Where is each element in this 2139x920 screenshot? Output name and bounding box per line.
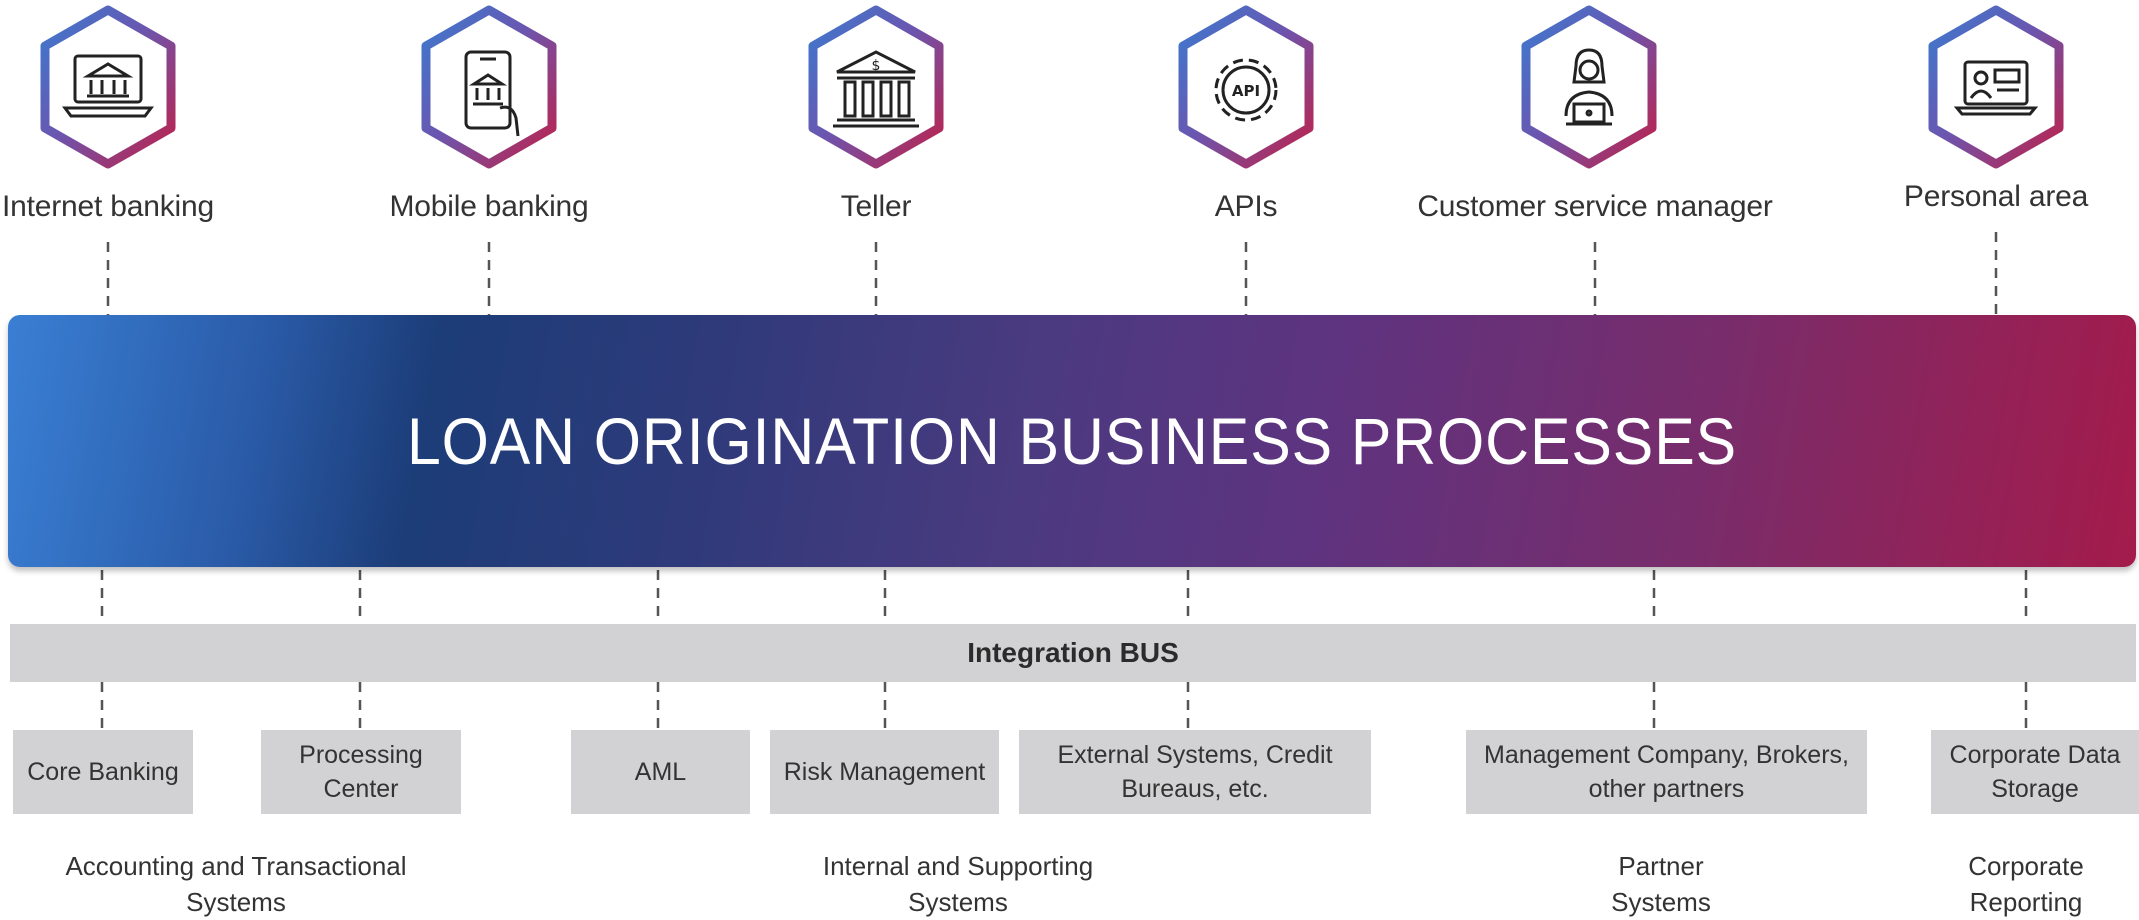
system-box-line: AML <box>634 758 687 786</box>
system-box-line: Core Banking <box>27 758 179 786</box>
group-caption-line: Systems <box>1611 887 1711 917</box>
system-box-line: Storage <box>1991 775 2079 803</box>
system-box-aml: AML <box>571 730 750 814</box>
teller-hex: $ <box>801 4 951 170</box>
svg-text:API: API <box>1232 82 1260 100</box>
group-caption-line: Systems <box>908 887 1008 917</box>
api-gear-icon <box>1214 58 1278 122</box>
system-box-line: Center <box>323 775 399 803</box>
group-caption-line: Partner <box>1618 851 1704 881</box>
system-box-line: Bureaus, etc. <box>1121 775 1269 803</box>
system-box-line: Corporate Data <box>1949 741 2121 769</box>
group-caption-line: Corporate <box>1968 851 2084 881</box>
system-box-line: Processing <box>299 741 423 769</box>
group-caption-line: Reporting <box>1969 887 2083 917</box>
channel-label: Teller <box>840 190 912 223</box>
personal-area-hex <box>1921 4 2071 170</box>
mobile-bank-icon <box>464 50 520 137</box>
internet-banking-hex <box>33 4 183 170</box>
integration-bus: Integration BUS <box>10 624 2136 682</box>
group-caption-line: Systems <box>186 887 286 917</box>
channel-label: Mobile banking <box>389 190 589 223</box>
group-caption-line: Accounting and Transactional <box>65 851 407 881</box>
system-box-line: Management Company, Brokers, <box>1484 741 1849 769</box>
apis-hex: API <box>1171 4 1321 170</box>
system-box-line: External Systems, Credit <box>1057 741 1333 769</box>
laptop-bank-icon <box>62 54 154 118</box>
channel-label: APIs <box>1214 190 1278 223</box>
integration-bus-label: Integration BUS <box>967 637 1179 668</box>
channel-label: Customer service manager <box>1417 190 1773 223</box>
mobile-banking-hex <box>414 4 564 170</box>
bank-building-icon <box>833 50 919 128</box>
channel-label: Internet banking <box>2 190 214 223</box>
system-box-management-company: Management Company, Brokers, other partne… <box>1466 730 1867 814</box>
svg-text:$: $ <box>872 58 881 74</box>
channel-label: Personal area <box>1903 180 2089 213</box>
banner-title: LOAN ORIGINATION BUSINESS PROCESSES <box>406 404 1738 478</box>
loan-origination-banner: LOAN ORIGINATION BUSINESS PROCESSES <box>8 315 2136 567</box>
system-box-core-banking: Core Banking <box>13 730 193 814</box>
system-box-line: other partners <box>1588 775 1745 803</box>
system-box-line: Risk Management <box>783 758 986 786</box>
personal-area-icon <box>1953 60 2039 116</box>
group-caption-line: Internal and Supporting <box>822 851 1094 881</box>
customer-service-hex <box>1514 4 1664 170</box>
system-box-risk-management: Risk Management <box>770 730 999 814</box>
service-manager-icon <box>1564 48 1614 126</box>
